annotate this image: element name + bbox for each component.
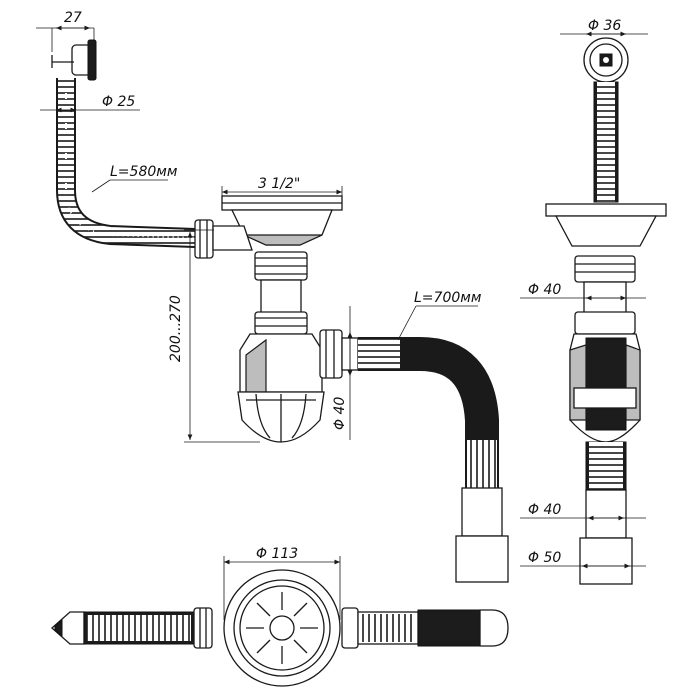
label-overflow-hose-length: L=580мм (110, 164, 178, 180)
label-side-branch-diameter: Φ 40 (332, 397, 348, 430)
label-bowl-diameter: Φ 113 (256, 546, 298, 562)
label-overflow-hose-diameter: Φ 25 (102, 94, 135, 110)
dimension-labels: 27 Φ 25 L=580мм 3 1/2" 200...270 L=700мм… (64, 10, 621, 566)
side-branch-nut (319, 329, 343, 379)
strainer-slots (246, 592, 318, 664)
dimensions (36, 25, 648, 620)
overflow-nut (194, 219, 214, 259)
lower-nut (254, 311, 308, 335)
label-trap-diameter: Φ 40 (528, 282, 561, 298)
label-overflow-width: 27 (64, 10, 82, 26)
label-height-range: 200...270 (168, 295, 184, 362)
label-outlet-pipe-diameter: Φ 50 (528, 550, 561, 566)
drain-hose (358, 337, 499, 488)
label-outlet-size: 3 1/2" (258, 176, 300, 192)
front-view (51, 39, 509, 583)
side-view (545, 37, 667, 585)
label-hose-end-diameter: Φ 40 (528, 502, 561, 518)
label-drain-hose-length: L=700мм (414, 290, 482, 306)
label-grate-diameter: Φ 36 (588, 18, 621, 34)
overflow-fitting (51, 39, 97, 81)
top-view (51, 569, 509, 687)
